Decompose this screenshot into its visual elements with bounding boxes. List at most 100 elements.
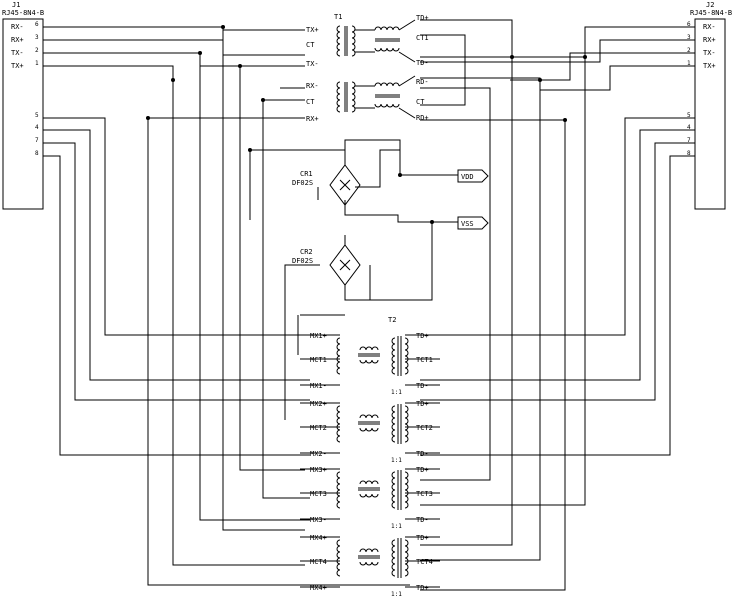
- t1-left-label: RX+: [306, 115, 319, 123]
- j2-pin-label: RX+: [703, 36, 716, 44]
- vdd-flag: VDD: [457, 169, 489, 183]
- t2-right-label: TD+: [416, 332, 429, 340]
- junction-dot: [171, 78, 175, 82]
- j1-pin-label: TX-: [11, 49, 24, 57]
- t2-right-label: TD+: [416, 466, 429, 474]
- bridge-cr1: CR1 DF02S: [292, 164, 361, 206]
- connector-j2: J2 RJ45-8N4-B 6 RX- 3 RX+ 2 TX- 1 TX+ 5 4 7 8: [687, 1, 732, 210]
- junction-dot: [146, 116, 150, 120]
- j2-pin-num: 4: [687, 124, 691, 131]
- t2-left-label: MCT1: [310, 356, 327, 364]
- t2-right-label: TCT4: [416, 558, 433, 566]
- junction-dot: [583, 55, 587, 59]
- t2-right-label: TD-: [416, 382, 429, 390]
- t2-left-label: MX2+: [310, 400, 327, 408]
- j2-pin-num: 8: [687, 150, 691, 157]
- t2-right-label: TCT2: [416, 424, 433, 432]
- j2-pin-label: TX-: [703, 49, 716, 57]
- junction-dot: [248, 148, 252, 152]
- j2-pin-num: 6: [687, 21, 691, 28]
- t2-left-label: MX4+: [310, 534, 327, 542]
- t2-ratio: 1:1: [391, 591, 402, 598]
- vss-label: VSS: [461, 220, 474, 228]
- t1-left-label: TX+: [306, 26, 319, 34]
- t2-left-label: MX4+: [310, 584, 327, 592]
- t2-left-label: MX1-: [310, 382, 327, 390]
- t2-right-label: TD-: [416, 450, 429, 458]
- t2-ref: T2: [388, 316, 396, 324]
- j2-ref: J2: [706, 1, 714, 9]
- j2-body: [694, 18, 726, 210]
- j1-pin-label: TX+: [11, 62, 24, 70]
- j2-pin-num: 7: [687, 137, 691, 144]
- j2-pin-num: 1: [687, 60, 691, 67]
- t2-left-label: MX1+: [310, 332, 327, 340]
- cr2-ref: CR2: [300, 248, 313, 256]
- t2-right-label: TCT1: [416, 356, 433, 364]
- junction-dot: [261, 98, 265, 102]
- t2-left-label: MCT3: [310, 490, 327, 498]
- j1-pin-num: 8: [35, 150, 39, 157]
- t2-left-label: MX2-: [310, 450, 327, 458]
- t1-right-label: TD-: [416, 59, 429, 67]
- t1-left-label: CT: [306, 98, 315, 106]
- j1-pin-num: 5: [35, 112, 39, 119]
- j1-pin-num: 6: [35, 21, 39, 28]
- junction-dot: [563, 118, 567, 122]
- j1-pin-num: 1: [35, 60, 39, 67]
- cr1-part: DF02S: [292, 179, 313, 187]
- j1-pin-num: 4: [35, 124, 39, 131]
- j1-pin-num: 2: [35, 47, 39, 54]
- t2-left-label: MCT2: [310, 424, 327, 432]
- t2-ratio: 1:1: [391, 389, 402, 396]
- cr1-diamond: [329, 164, 361, 206]
- t1-left-label: TX-: [306, 60, 319, 68]
- t2-right-label: TCT3: [416, 490, 433, 498]
- junction-dot: [398, 173, 402, 177]
- t1-right-label: RD+: [416, 114, 429, 122]
- j2-pin-num: 2: [687, 47, 691, 54]
- t2-ratio: 1:1: [391, 457, 402, 464]
- j2-part: RJ45-8N4-B: [690, 9, 732, 17]
- t2-right-label: TD-: [416, 516, 429, 524]
- net-wires: [43, 19, 695, 591]
- cr1-ref: CR1: [300, 170, 313, 178]
- junction-dots: [146, 25, 587, 224]
- junction-dot: [238, 64, 242, 68]
- junction-dot: [538, 78, 542, 82]
- junction-dot: [510, 55, 514, 59]
- cr2-diamond: [329, 244, 361, 286]
- j1-pin-label: RX-: [11, 23, 24, 31]
- j2-pin-num: 3: [687, 34, 691, 41]
- j1-pin-num: 3: [35, 34, 39, 41]
- junction-dot: [430, 220, 434, 224]
- t1-right-label: RD-: [416, 78, 429, 86]
- t1-right-label: CT: [416, 98, 425, 106]
- j2-pin-label: TX+: [703, 62, 716, 70]
- j1-pin-label: RX+: [11, 36, 24, 44]
- t2-left-label: MX3+: [310, 466, 327, 474]
- t1-left-label: CT: [306, 41, 315, 49]
- vdd-label: VDD: [461, 173, 474, 181]
- bridge-cr2: CR2 DF02S: [292, 244, 361, 286]
- junction-dot: [198, 51, 202, 55]
- t2-right-label: TD+: [416, 400, 429, 408]
- j2-pin-label: RX-: [703, 23, 716, 31]
- j2-pin-num: 5: [687, 112, 691, 119]
- j1-pin-num: 7: [35, 137, 39, 144]
- j1-ref: J1: [12, 1, 20, 9]
- j1-pins: 6 RX- 3 RX+ 2 TX- 1 TX+ 5 4 7 8: [11, 21, 39, 157]
- connector-j1: J1 RJ45-8N4-B 6 RX- 3 RX+ 2 TX- 1 TX+ 5 4 7 8: [2, 1, 44, 210]
- t1-ref: T1: [334, 13, 342, 21]
- j2-pins: 6 RX- 3 RX+ 2 TX- 1 TX+ 5 4 7 8: [687, 21, 716, 157]
- j1-body: [2, 18, 44, 210]
- t1-right-label: TD+: [416, 14, 429, 22]
- cr2-part: DF02S: [292, 257, 313, 265]
- t2-left-label: MCT4: [310, 558, 327, 566]
- t2-ratio: 1:1: [391, 523, 402, 530]
- vss-flag: VSS: [457, 216, 489, 230]
- t2-right-label: TD+: [416, 584, 429, 592]
- j1-part: RJ45-8N4-B: [2, 9, 44, 17]
- transformer-t2: T2 MX1+MCT1MX1-TD+TCT1TD-1:1MX2+MCT2MX2-…: [300, 316, 440, 598]
